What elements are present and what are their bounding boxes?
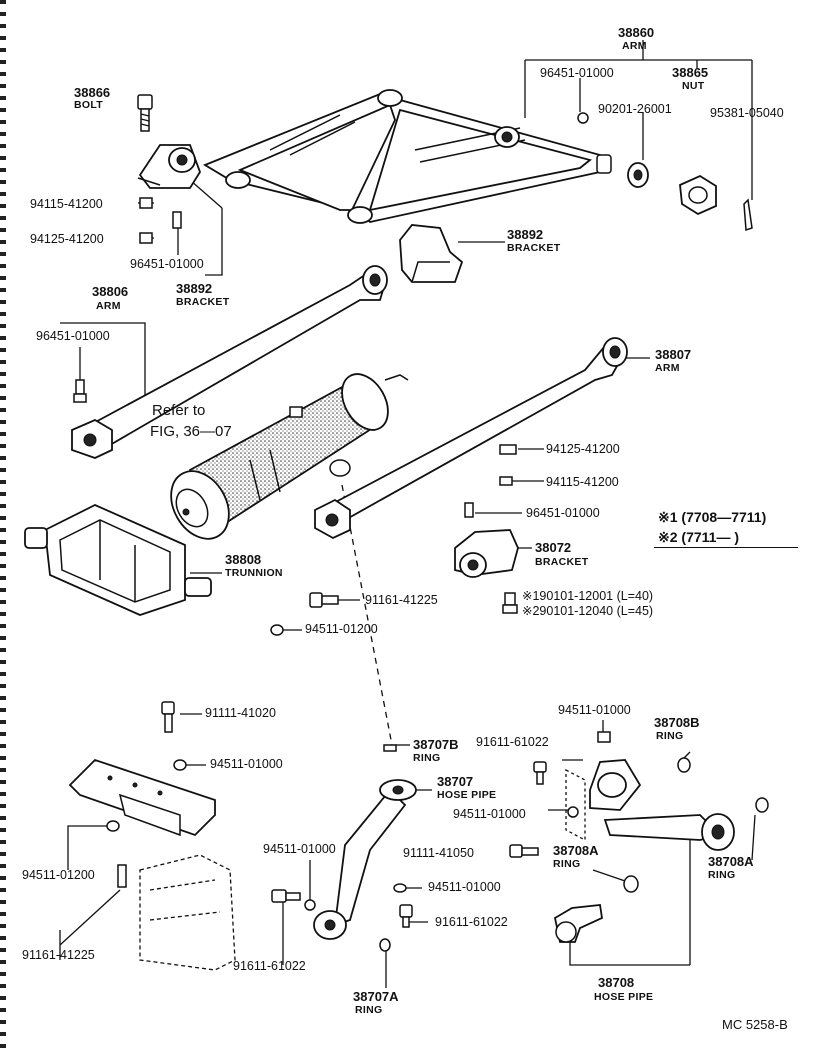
part-94511-01000-c: 94511-01000 xyxy=(558,703,631,717)
part-38860-name: ARM xyxy=(622,40,647,52)
part-38708A-name-1: RING xyxy=(553,858,581,870)
part-38865-number: 38865 xyxy=(672,65,709,80)
part-38707A-number: 38707A xyxy=(353,989,399,1004)
bracket-38072 xyxy=(454,444,519,614)
part-38892-name-b: BRACKET xyxy=(507,242,561,254)
part-94511-01000-e: 94511-01000 xyxy=(263,842,336,856)
upper-arm-38860 xyxy=(202,89,612,224)
refer-to-label: Refer to xyxy=(152,402,206,419)
arm-38806 xyxy=(71,265,388,459)
note-2: ※2 (7711— ) xyxy=(658,529,739,545)
bracket-38892-left xyxy=(137,144,201,244)
part-38808-number: 38808 xyxy=(225,552,262,567)
part-94511-01200-b: 94511-01200 xyxy=(22,868,95,882)
part-38807-number: 38807 xyxy=(655,347,692,362)
bolt-38866 xyxy=(137,94,153,132)
part-38808-name: TRUNNION xyxy=(225,567,283,579)
part-38708A-name-2: RING xyxy=(708,869,736,881)
part-91111-41050: 91111-41050 xyxy=(403,846,474,860)
part-96451-01000-a: 96451-01000 xyxy=(540,66,614,80)
part-38707B-number: 38707B xyxy=(413,737,459,752)
part-38072-number: 38072 xyxy=(535,540,572,555)
part-91161-41225-b: 91161-41225 xyxy=(22,948,95,962)
part-94511-01000-b: 94511-01000 xyxy=(210,757,283,771)
part-38892-number-b: 38892 xyxy=(507,227,544,242)
hose-pipe-38707 xyxy=(271,744,417,952)
part-38707-number: 38707 xyxy=(437,774,474,789)
part-38707B-name: RING xyxy=(413,752,441,764)
part-38708B-name: RING xyxy=(656,730,684,742)
part-91111-41020: 91111-41020 xyxy=(205,706,276,720)
bracket-38892-right xyxy=(399,224,464,283)
hose-pipe-38708 xyxy=(509,731,769,943)
part-38866-number: 38866 xyxy=(74,85,111,100)
note-underline xyxy=(654,547,798,548)
part-94511-01000-d: 94511-01000 xyxy=(453,807,526,821)
part-38806-name: ARM xyxy=(96,300,121,312)
perforated-edge xyxy=(0,0,6,1054)
hardware-38865 xyxy=(577,112,753,232)
part-38707-name: HOSE PIPE xyxy=(437,789,497,801)
part-38072-name: BRACKET xyxy=(535,556,589,568)
part-91161-41225-a: 91161-41225 xyxy=(365,593,438,607)
part-38866-name: BOLT xyxy=(74,99,103,111)
part-91611-61022-b: 91611-61022 xyxy=(233,959,306,973)
diagram-code: MC 5258-B xyxy=(722,1017,788,1032)
part-38708A-number-2: 38708A xyxy=(708,854,754,869)
part-38708B-number: 38708B xyxy=(654,715,700,730)
part-90101-12001: ※190101-12001 (L=40) xyxy=(522,589,654,603)
part-96451-01000-c: 96451-01000 xyxy=(36,329,110,343)
part-91611-61022-c: 91611-61022 xyxy=(435,915,508,929)
part-90201-26001: 90201-26001 xyxy=(598,102,672,116)
part-38807-name: ARM xyxy=(655,362,680,374)
note-1: ※1 (7708—7711) xyxy=(658,509,767,525)
part-94115-41200-a: 94115-41200 xyxy=(30,197,103,211)
part-91611-61022-a: 91611-61022 xyxy=(476,735,549,749)
refer-fig-label: FIG, 36—07 xyxy=(150,423,232,440)
part-38865-name: NUT xyxy=(682,80,705,92)
trunnion-38808 xyxy=(24,504,212,616)
part-94125-41200-b: 94125-41200 xyxy=(546,442,620,456)
part-90101-12040: ※290101-12040 (L=45) xyxy=(522,604,654,618)
part-38892-number-a: 38892 xyxy=(176,281,213,296)
arm-38807 xyxy=(314,337,628,540)
cylinder-assembly xyxy=(170,373,409,540)
part-94511-01000-f: 94511-01000 xyxy=(428,880,501,894)
part-38860-number: 38860 xyxy=(618,25,655,40)
part-38708-number: 38708 xyxy=(598,975,635,990)
part-94511-01200-a: 94511-01200 xyxy=(305,622,378,636)
part-96451-01000-d: 96451-01000 xyxy=(526,506,600,520)
part-96451-01000-b: 96451-01000 xyxy=(130,257,204,271)
part-38707A-name: RING xyxy=(355,1004,383,1016)
mount-plate xyxy=(68,758,236,971)
part-38806-number: 38806 xyxy=(92,284,129,299)
part-94115-41200-b: 94115-41200 xyxy=(546,475,619,489)
part-38708-name: HOSE PIPE xyxy=(594,991,654,1003)
part-38708A-number-1: 38708A xyxy=(553,843,599,858)
part-38892-name-a: BRACKET xyxy=(176,296,230,308)
part-95381-05040: 95381-05040 xyxy=(710,106,784,120)
part-94125-41200-a: 94125-41200 xyxy=(30,232,104,246)
bolt-91161 xyxy=(161,592,339,771)
